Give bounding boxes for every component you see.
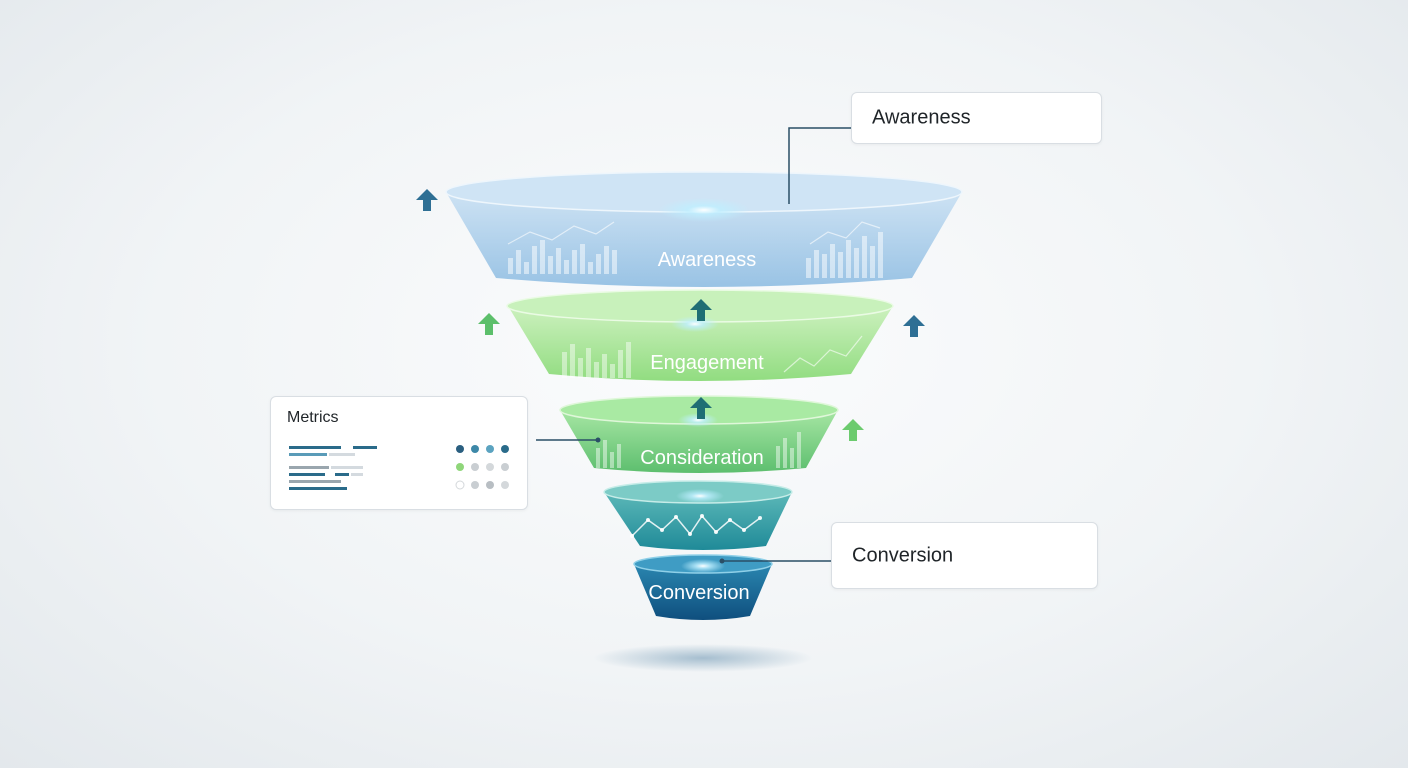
metrics-card: Metrics bbox=[270, 396, 528, 510]
glow-point bbox=[671, 316, 719, 332]
line-chart-icon bbox=[783, 335, 863, 373]
segment-label-awareness: Awareness bbox=[658, 249, 757, 271]
line-chart-icon bbox=[809, 221, 881, 245]
segment-label-engagement: Engagement bbox=[650, 352, 764, 374]
bar-chart-icon bbox=[562, 342, 631, 378]
funnel-stage-conversion bbox=[633, 554, 773, 620]
up-arrow-icon bbox=[842, 419, 864, 441]
bar-chart-icon bbox=[596, 432, 801, 468]
callout-conversion-label: Conversion bbox=[852, 544, 954, 566]
callout-awareness-label: Awareness bbox=[872, 106, 971, 129]
funnel-stage-consideration bbox=[559, 395, 839, 473]
metrics-bars bbox=[289, 446, 377, 490]
glow-point bbox=[678, 413, 718, 427]
funnel-stage-awareness bbox=[445, 171, 963, 287]
segment-label-conversion: Conversion bbox=[648, 582, 749, 604]
up-arrow-icon bbox=[478, 313, 500, 335]
callout-conversion: Conversion bbox=[831, 522, 1098, 589]
funnel-shadow bbox=[593, 644, 813, 672]
metrics-card-title: Metrics bbox=[287, 409, 339, 426]
up-arrow-icon bbox=[416, 189, 438, 211]
connector-dot bbox=[595, 437, 601, 443]
line-chart-icon bbox=[507, 221, 615, 245]
up-arrow-icon bbox=[903, 315, 925, 337]
segment-label-consideration: Consideration bbox=[640, 447, 763, 469]
bar-chart-icon bbox=[508, 232, 883, 278]
callout-awareness: Awareness bbox=[851, 92, 1102, 144]
metrics-card-graphic bbox=[289, 445, 509, 490]
funnel-stage-four bbox=[603, 480, 793, 550]
line-chart-icon bbox=[631, 514, 761, 537]
connector-awareness bbox=[788, 127, 851, 204]
metrics-dots bbox=[455, 445, 509, 490]
connector-dot bbox=[719, 558, 725, 564]
